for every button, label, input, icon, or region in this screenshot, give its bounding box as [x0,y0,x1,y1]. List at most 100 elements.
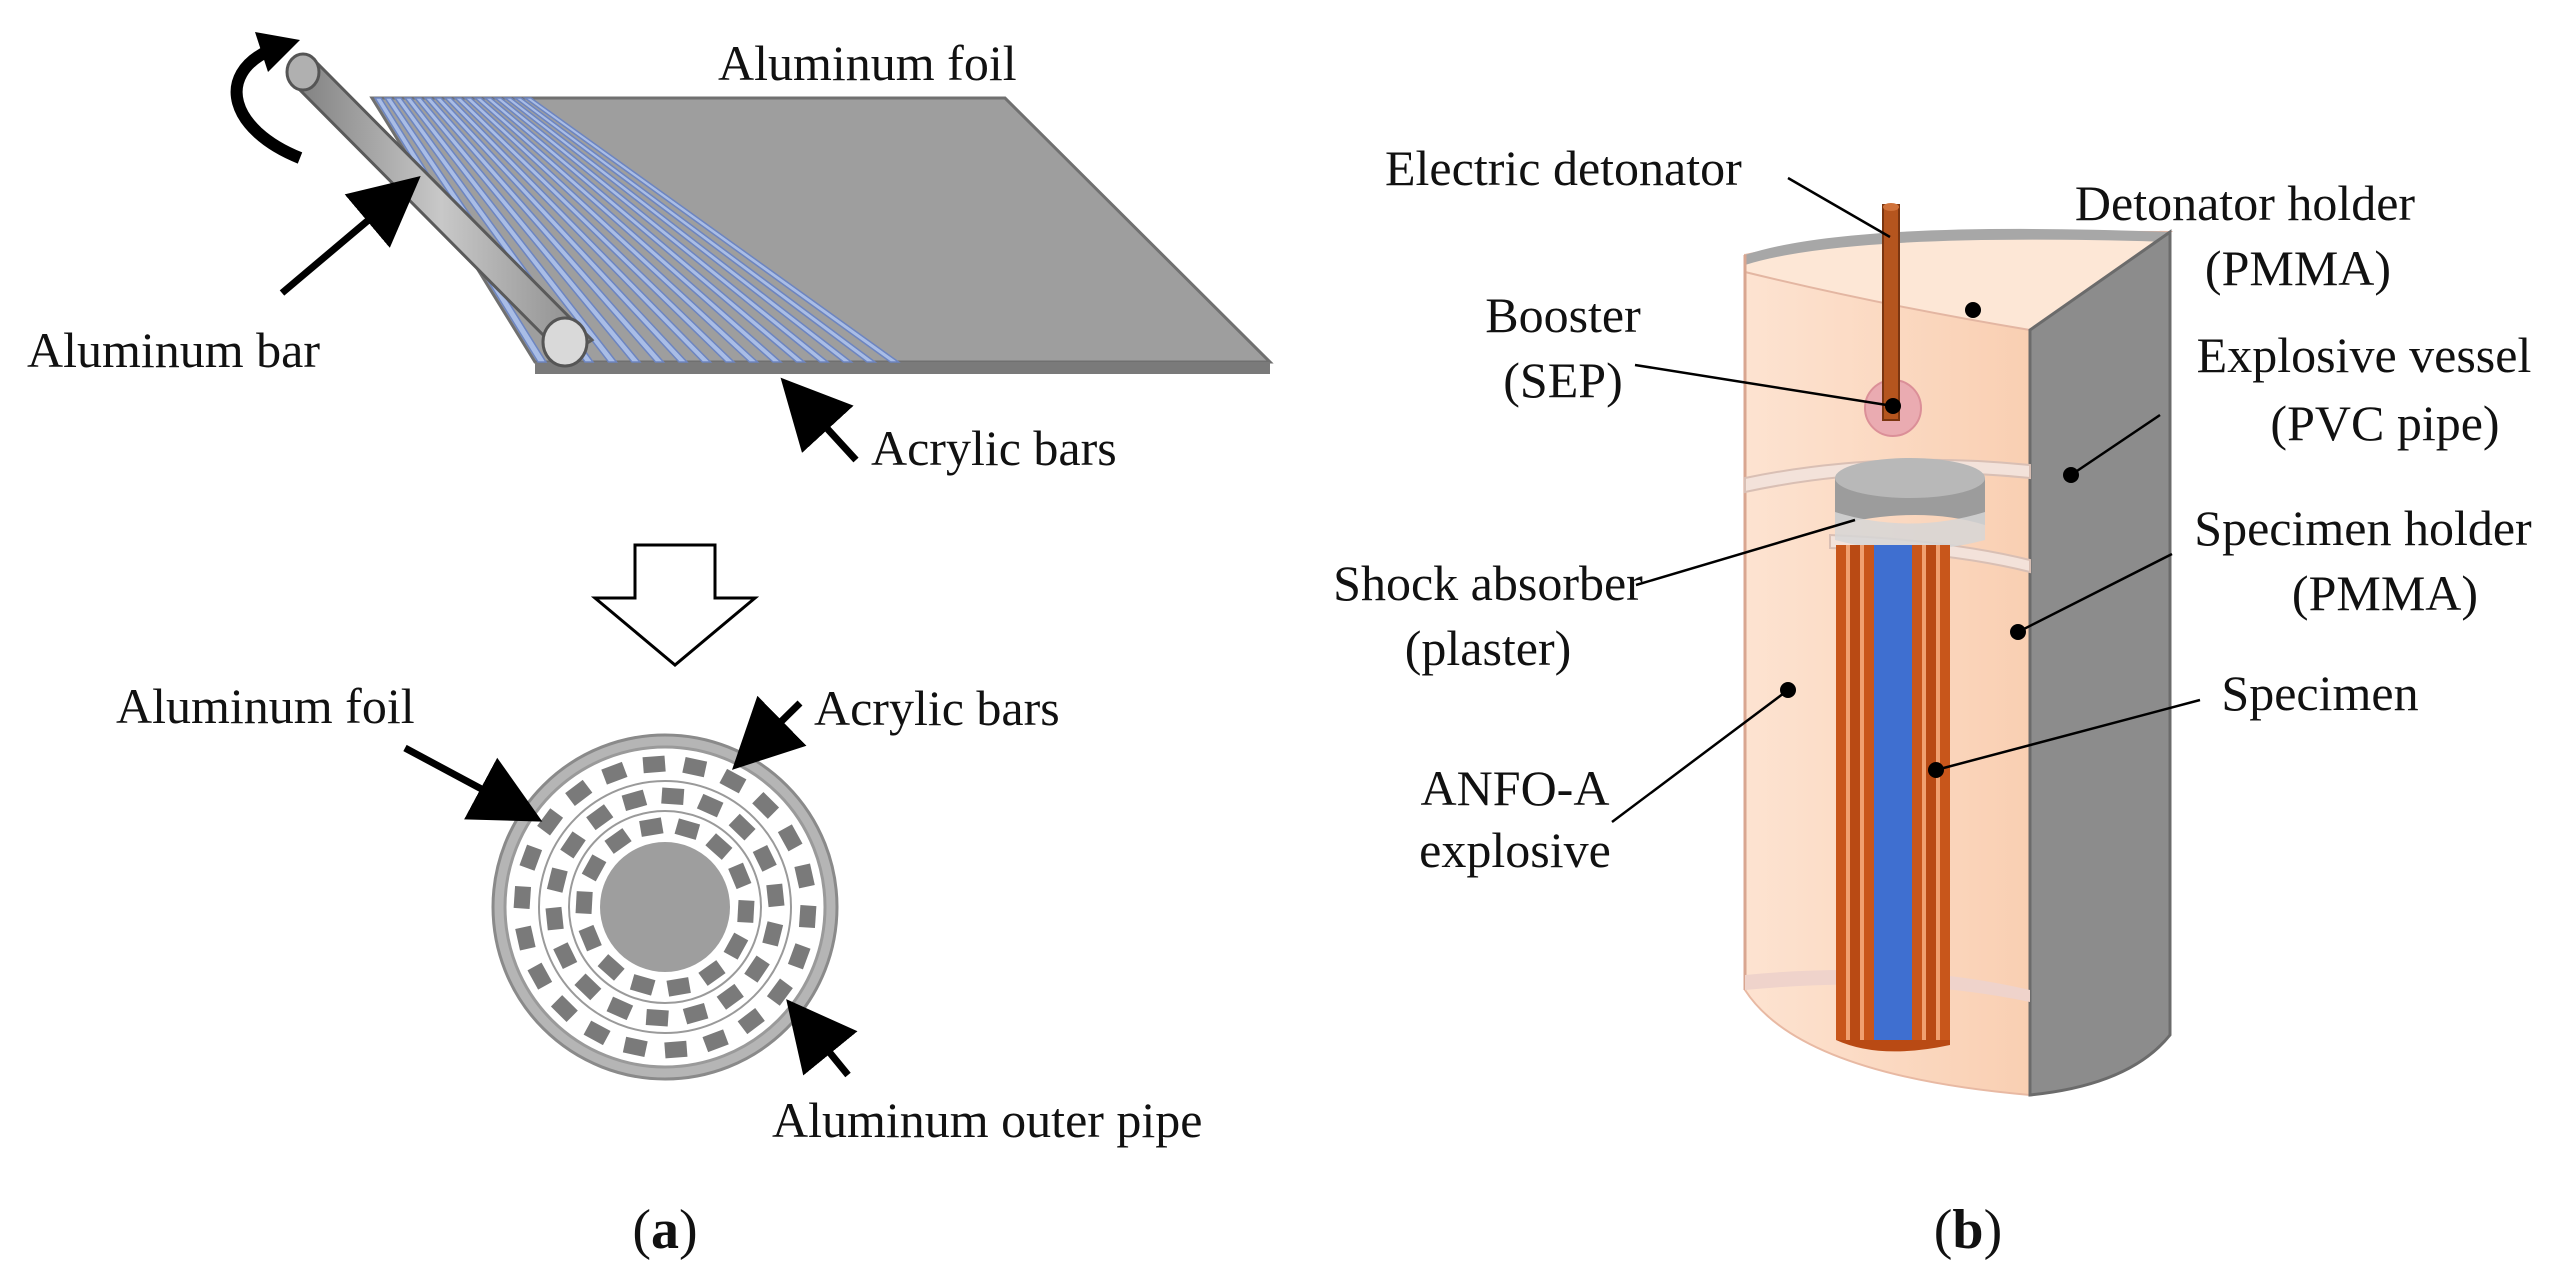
acrylic-bar-section [744,955,770,983]
pointer-acrylic-bars-bottom [732,695,807,770]
acrylic-bar [492,97,831,363]
acrylic-bar-section [752,844,777,872]
label-electric-detonator: Electric detonator [1385,140,1742,196]
acrylic-bar [443,97,713,363]
acrylic-bar-section [553,942,578,970]
acrylic-bar [482,97,807,363]
label-shock-absorber-2: (plaster) [1404,620,1572,676]
specimen [1836,545,1950,1052]
specimen-layer [1846,545,1850,1040]
label-anfo-1: ANFO-A [1420,760,1610,816]
acrylic-bar-section [737,900,755,923]
acrylic-bar-section [574,973,602,1001]
pointer-acrylic-bars-top [780,377,859,463]
acrylic-bar-section [666,977,691,997]
acrylic-bar-section [578,924,602,952]
specimen-layer [1836,545,1846,1040]
acrylic-bar-section [798,905,817,929]
acrylic-bar-section [728,813,756,841]
acrylic-bar [522,97,901,363]
acrylic-bar-section [642,755,666,774]
acrylic-bar [463,97,760,363]
acrylic-bar-section [766,883,785,908]
electric-detonator [1882,203,1900,421]
acrylic-bar-section [606,996,634,1021]
acrylic-bar-section [716,983,744,1010]
specimen-layer [1850,545,1860,1040]
acrylic-bar-section [550,995,578,1023]
acrylic-bar-section [766,978,793,1006]
label-acrylic-bars-top: Acrylic bars [871,420,1117,476]
caption-b: (b) [1933,1199,2003,1261]
acrylic-bar-section [560,831,586,859]
acrylic-bar-section [682,757,708,778]
acrylic-bar-section [787,943,811,970]
acrylic-bar [413,97,642,363]
pointer-aluminum-bar [279,175,421,296]
acrylic-bar-section [674,818,701,840]
acrylic-bar [433,97,689,363]
acrylic-bar-section [723,932,749,960]
acrylic-bar-section [664,1040,688,1059]
acrylic-bar [473,97,783,363]
aluminum-bar [285,52,595,368]
acrylic-bar-section [719,768,747,794]
acrylic-bar-section [698,960,726,986]
acrylic-bar-section [645,1008,669,1027]
acrylic-bar-section [705,833,733,860]
specimen-layer [1940,545,1950,1040]
label-specimen-holder-2: (PMMA) [2291,565,2479,621]
rotation-arrow-icon [230,32,303,164]
acrylic-bar-section [537,808,564,836]
acrylic-bar-section [762,921,784,947]
acrylic-bar-section [621,789,648,812]
label-acrylic-bars-bottom: Acrylic bars [814,680,1060,736]
acrylic-bar-section [546,867,568,893]
acrylic-bar-section [604,828,632,854]
acrylic-bar-section [583,1020,611,1046]
acrylic-bar [453,97,736,363]
acrylic-bar-section [575,891,593,914]
rolled-cross-section [491,733,839,1081]
explosive-vessel [1743,228,2174,1097]
acrylic-bar [403,97,619,363]
acrylic-bar-section [752,791,780,819]
specimen-layer [1926,545,1936,1040]
pointer-aluminum-foil-bottom [403,744,543,822]
acrylic-bar-section [737,1008,765,1035]
specimen-layer [1936,545,1940,1040]
acrylic-bar-section [581,854,607,882]
acrylic-bar-section [777,824,803,852]
acrylic-bar-section [545,906,564,931]
acrylic-bar-section [702,1029,729,1053]
label-explosive-vessel-1: Explosive vessel [2196,327,2532,383]
acrylic-bar [502,97,854,363]
acrylic-bar-section [586,804,614,831]
specimen-layer [1922,545,1926,1040]
hollow-down-arrow-icon [590,543,760,667]
label-aluminum-bar: Aluminum bar [27,322,321,378]
acrylic-bar-section [794,863,815,889]
label-anfo-2: explosive [1419,822,1611,878]
leader-lines [1611,176,2201,823]
label-booster-1: Booster [1485,287,1641,343]
acrylic-bar-section [639,817,664,837]
pointer-aluminum-outer-pipe [786,999,858,1078]
caption-a: (a) [632,1199,698,1261]
label-explosive-vessel-2: (PVC pipe) [2270,395,2500,451]
specimen-layer [1860,545,1864,1040]
acrylic-bar-section [629,974,656,996]
acrylic-bar-section [622,1036,648,1057]
acrylic-bar-section [527,962,553,990]
acrylic-bar [512,97,878,363]
label-shock-absorber-1: Shock absorber [1333,555,1643,611]
acrylic-bar-section [513,885,532,909]
acrylic-bar-section [696,793,724,818]
acrylic-bar-section [565,779,593,806]
shock-absorber [1835,458,1985,550]
specimen-layer [1912,545,1922,1040]
label-specimen-holder-1: Specimen holder [2194,500,2532,556]
label-specimen: Specimen [2221,665,2419,721]
label-detonator-holder-1: Detonator holder [2074,175,2416,231]
